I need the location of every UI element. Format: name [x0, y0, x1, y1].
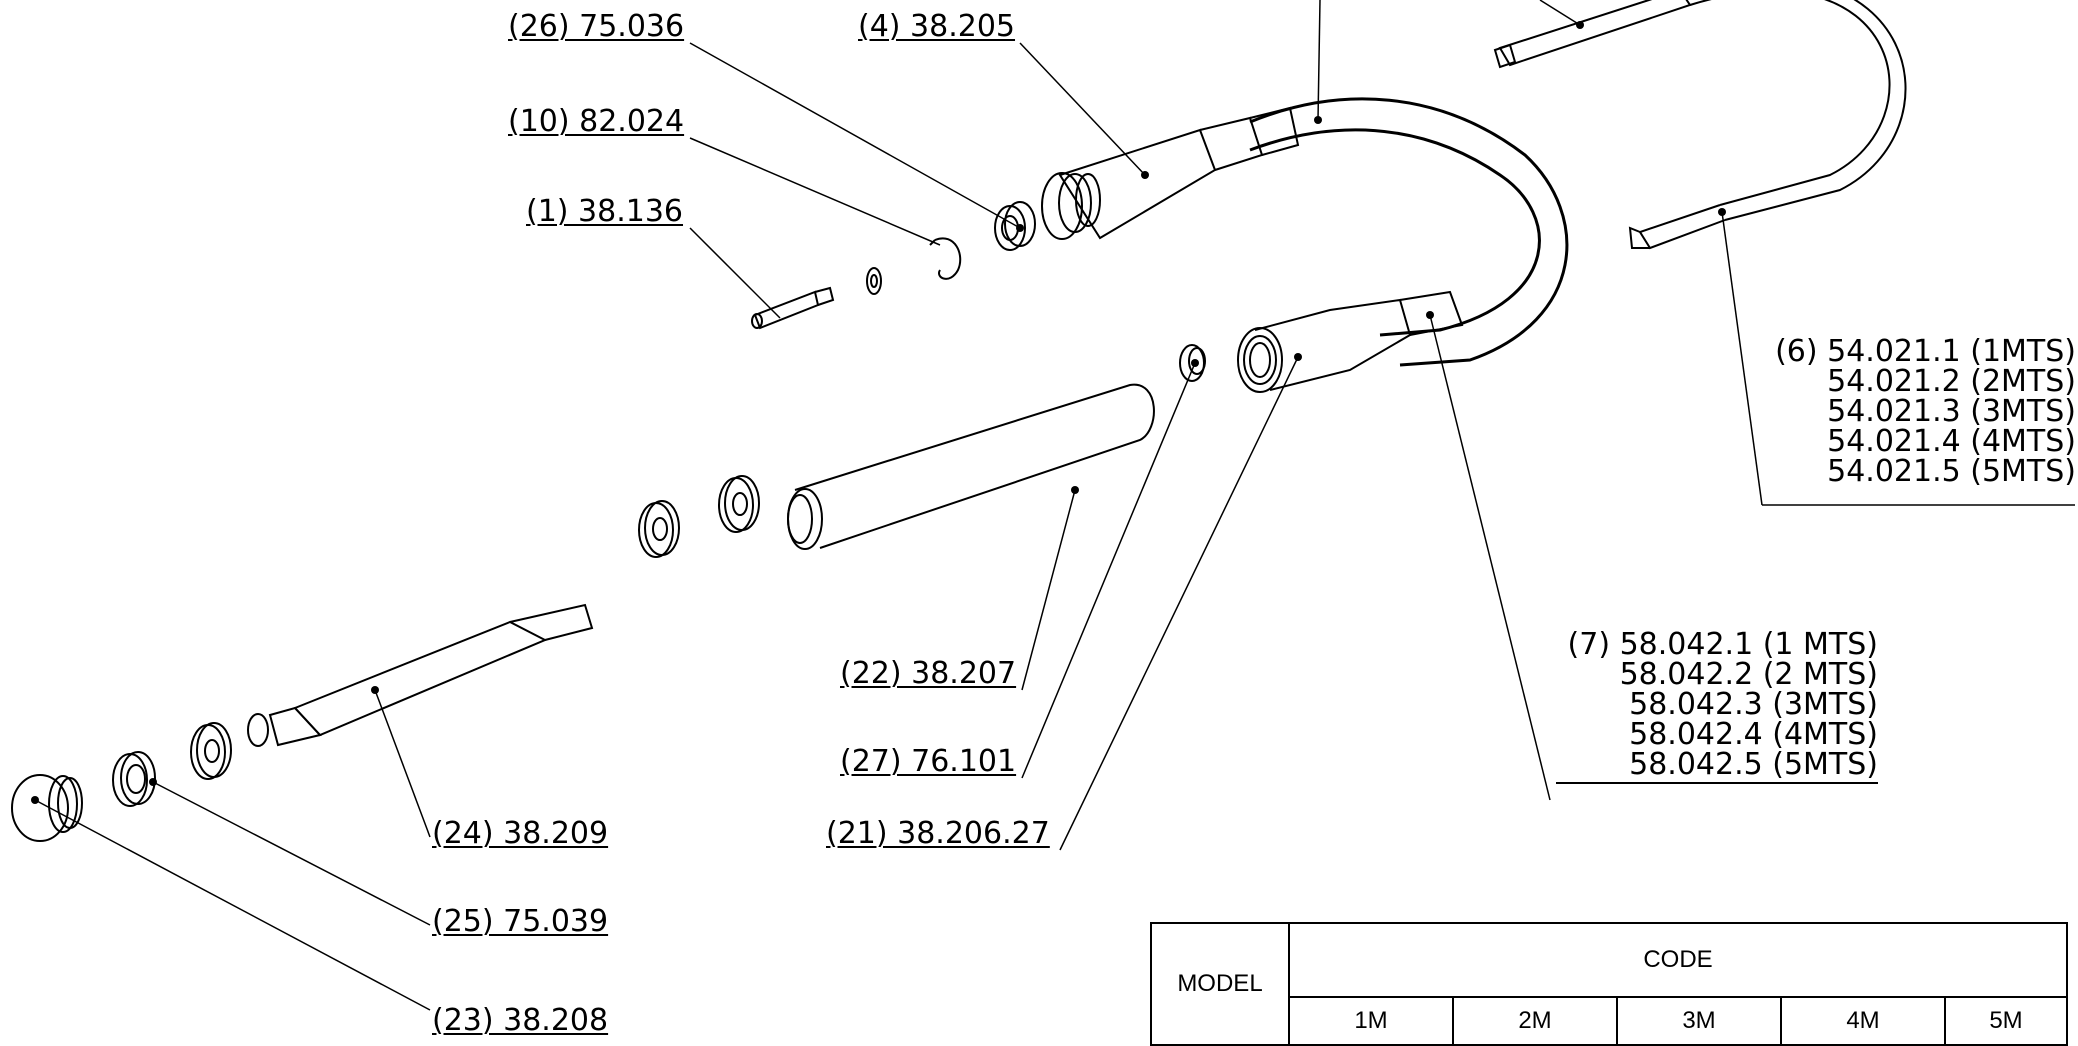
- label-part-1: (1) 38.136: [526, 194, 684, 229]
- leader-dots: [31, 21, 1726, 804]
- label-part-23: (23) 38.208: [432, 1003, 609, 1038]
- column-header: 2M: [1452, 996, 1618, 1046]
- rotor-shaft: [247, 603, 594, 747]
- column-header: 5M: [1944, 996, 2068, 1046]
- part6-line: 54.021.2 (2MTS): [1827, 364, 2076, 399]
- part6-line: 54.021.4 (4MTS): [1827, 424, 2076, 459]
- upper-connector: [1041, 106, 1300, 240]
- part7-line: 58.042.5 (5MTS): [1556, 750, 1878, 784]
- model-header: MODEL: [1150, 922, 1290, 1046]
- label-part-24: (24) 38.209: [432, 816, 609, 851]
- label-part-10: (10) 82.024: [508, 104, 685, 139]
- column-header: 4M: [1780, 996, 1946, 1046]
- leader-lines: [34, 0, 2075, 1011]
- outer-tube: [638, 344, 1206, 558]
- label-part-6: (6) 54.021.1 (1MTS) 54.021.2 (2MTS) 54.0…: [1764, 337, 2076, 487]
- end-parts: [11, 722, 232, 842]
- label-part-25: (25) 75.039: [432, 904, 609, 939]
- column-header: 1M: [1288, 996, 1454, 1046]
- column-header: 3M: [1616, 996, 1782, 1046]
- label-part-27: (27) 76.101: [840, 744, 1017, 779]
- code-header: CODE: [1288, 922, 2068, 998]
- label-part-21: (21) 38.206.27: [826, 816, 1050, 851]
- part7-line: 58.042.4 (4MTS): [1629, 717, 1878, 752]
- label-part-7: (7) 58.042.1 (1 MTS) 58.042.2 (2 MTS) 58…: [1556, 630, 1878, 784]
- flexible-hose: [1249, 97, 1569, 367]
- part6-line: 54.021.3 (3MTS): [1827, 394, 2076, 429]
- lower-connector: [1237, 290, 1464, 393]
- part7-line: (7) 58.042.1 (1 MTS): [1567, 627, 1878, 662]
- small-parts: [751, 201, 1036, 330]
- label-part-4: (4) 38.205: [858, 9, 1016, 44]
- part7-line: 58.042.2 (2 MTS): [1619, 657, 1878, 692]
- model-code-table: MODEL CODE 1M 2M 3M 4M 5M: [1150, 922, 2068, 1046]
- inner-shaft: [1493, 0, 1907, 250]
- label-part-22: (22) 38.207: [840, 656, 1017, 691]
- part6-line: (6) 54.021.1 (1MTS): [1775, 334, 2076, 369]
- part6-line: 54.021.5 (5MTS): [1827, 454, 2076, 489]
- label-part-26: (26) 75.036: [508, 9, 685, 44]
- part7-line: 58.042.3 (3MTS): [1629, 687, 1878, 722]
